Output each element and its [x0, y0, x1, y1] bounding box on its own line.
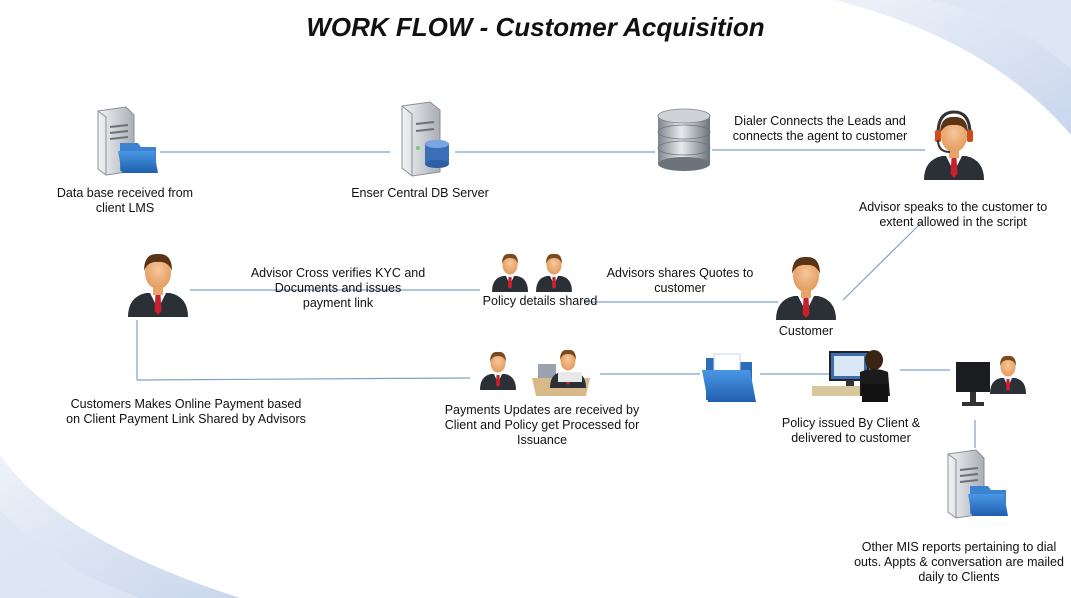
- businessman-and-office-worker-icon: [480, 349, 590, 396]
- corner-decoration-bottom-left-sheen: [0, 510, 140, 598]
- label-database-received: Data base received from client LMS: [56, 186, 194, 215]
- database-stack-icon: [657, 108, 711, 171]
- headset-agent-icon: [924, 110, 984, 180]
- label-advisor-cross-verifies: Advisor Cross verifies KYC and Documents…: [250, 266, 426, 310]
- corner-decoration-top-right: [835, 0, 1071, 135]
- server-with-folder-icon: [97, 106, 159, 176]
- worker-at-monitor-icon: [956, 355, 1026, 406]
- database-server-icon: [401, 101, 449, 177]
- label-mis-reports: Other MIS reports pertaining to dial out…: [854, 540, 1064, 584]
- label-online-payment: Customers Makes Online Payment based on …: [66, 397, 306, 426]
- label-advisor-speaks: Advisor speaks to the customer to extent…: [858, 200, 1048, 229]
- label-payments-updates: Payments Updates are received by Client …: [444, 403, 640, 447]
- advisor-person-icon: [128, 253, 188, 317]
- label-dialer-connects: Dialer Connects the Leads and connects t…: [732, 114, 908, 143]
- corner-decoration-top-right-sheen: [930, 0, 1071, 70]
- label-advisors-shares-quotes: Advisors shares Quotes to customer: [606, 266, 754, 295]
- folder-icon: [702, 353, 756, 402]
- label-central-db-server: Enser Central DB Server: [351, 186, 489, 200]
- office-worker-computer-icon: [812, 350, 890, 402]
- two-businessmen-icon: [492, 253, 572, 292]
- customer-person-icon: [776, 256, 836, 320]
- label-customer: Customer: [778, 324, 834, 338]
- label-policy-issued: Policy issued By Client & delivered to c…: [781, 416, 921, 445]
- label-policy-details-shared: Policy details shared: [482, 294, 598, 308]
- page-title: WORK FLOW - Customer Acquisition: [306, 12, 765, 42]
- connector-lines: [136, 149, 976, 448]
- server-with-folder-icon: [947, 449, 1009, 519]
